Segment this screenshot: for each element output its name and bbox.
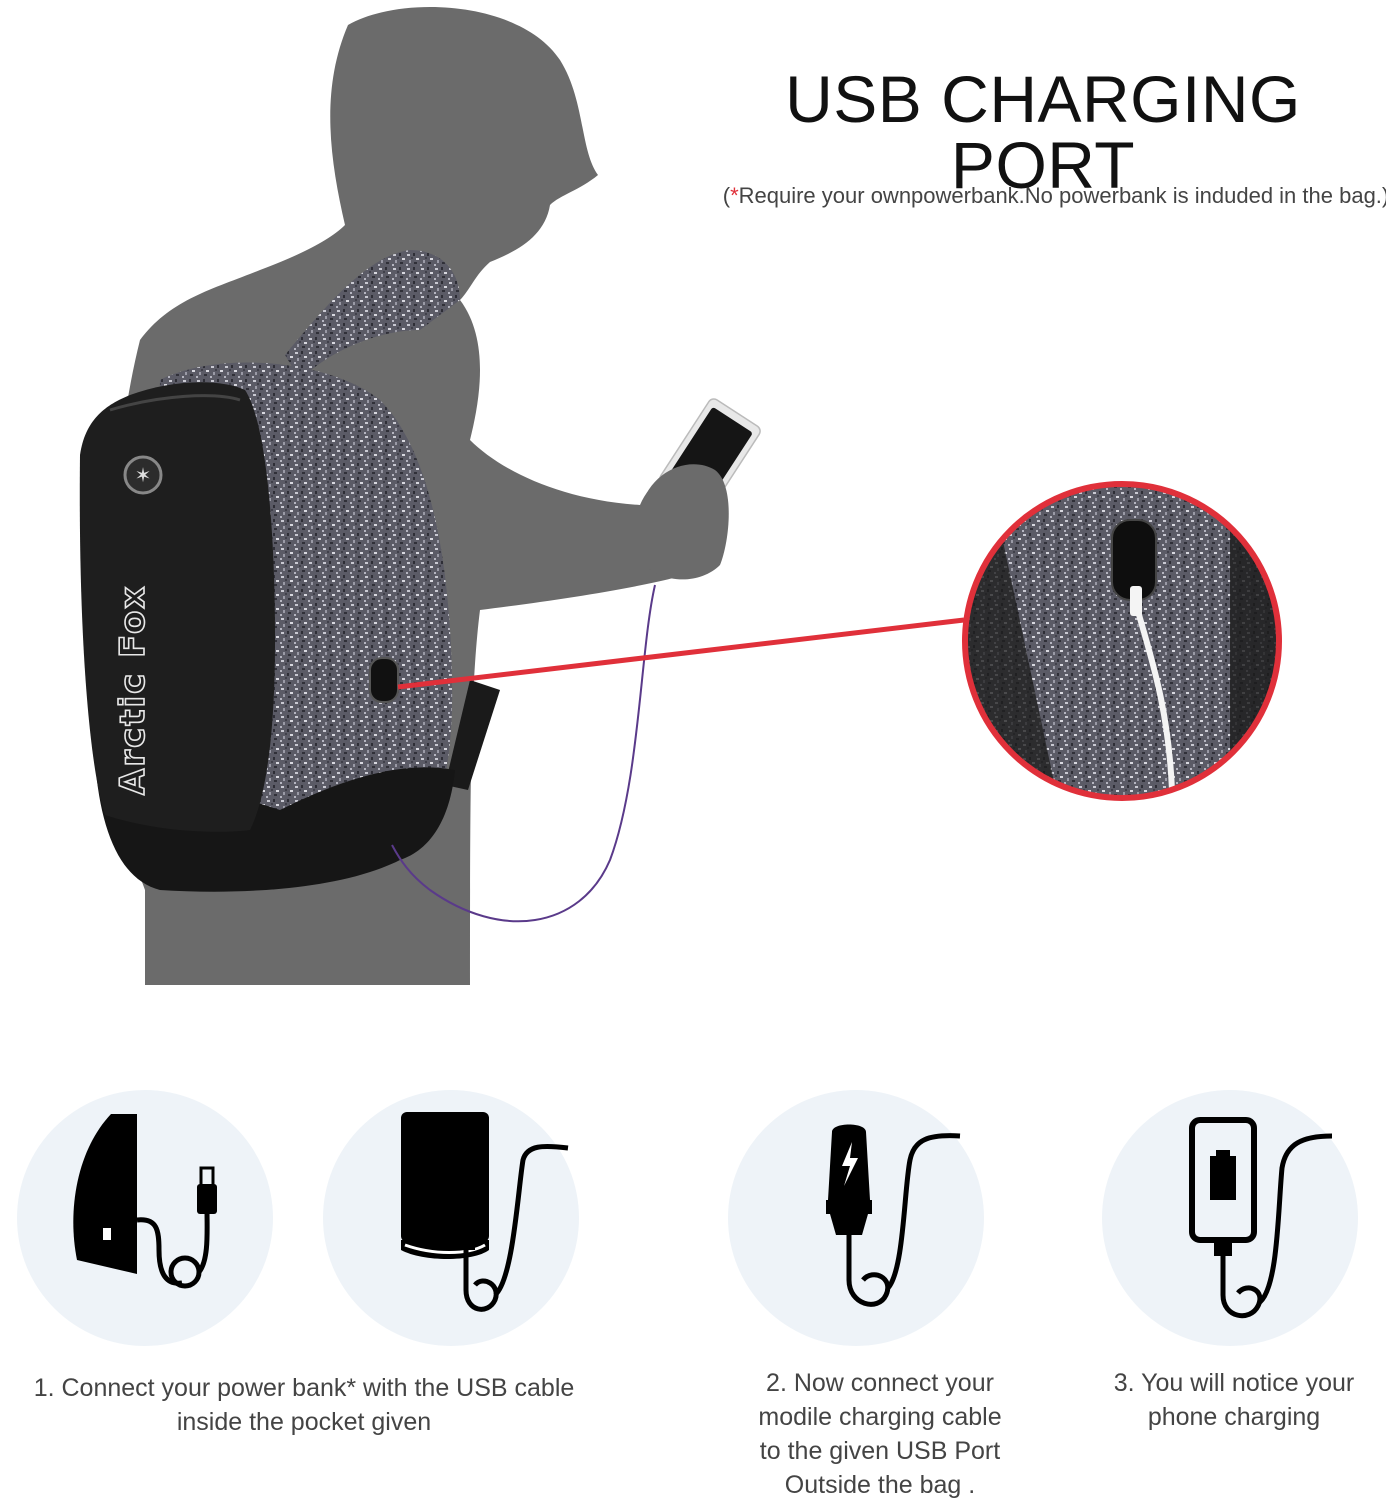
step-3-caption-line1: 3. You will notice your xyxy=(1113,1369,1355,1397)
note-asterisk: * xyxy=(730,183,739,208)
backpack-strap-top xyxy=(285,250,460,380)
powerbank-note: (*Require your ownpowerbank.No powerbank… xyxy=(716,180,1386,212)
pointer-line xyxy=(397,617,965,690)
step-2-caption-line4: Outside the bag . xyxy=(784,1471,976,1499)
power-bank-icon xyxy=(401,1112,569,1312)
backpack-strap-lower xyxy=(445,680,500,790)
step-1-caption-line1: 1. Connect your power bank* with the USB… xyxy=(33,1374,575,1402)
step-2-caption-line3: to the given USB Port xyxy=(759,1437,1001,1465)
step-1-caption: 1. Connect your power bank* with the USB… xyxy=(0,1371,608,1439)
phone-charging-icon xyxy=(1189,1117,1333,1319)
step-circle-powerbank xyxy=(323,1090,579,1346)
step-2-caption: 2. Now connect your modile charging cabl… xyxy=(728,1366,1032,1502)
usb-port xyxy=(369,657,399,703)
step-circle-plug xyxy=(728,1090,984,1346)
hero-illustration: ✶ Arctic Fox xyxy=(79,7,1282,986)
brand-label: Arctic Fox xyxy=(113,585,153,795)
step-3-caption: 3. You will notice your phone charging xyxy=(1086,1366,1382,1434)
step-circle-bag xyxy=(17,1090,273,1346)
note-text: Require your ownpowerbank.No powerbank i… xyxy=(738,183,1386,208)
step-3-caption-line2: phone charging xyxy=(1147,1403,1321,1431)
shell-highlight xyxy=(109,394,241,412)
hand xyxy=(640,464,729,580)
bag-side-icon xyxy=(73,1114,217,1289)
backpack-front-shell xyxy=(79,382,275,832)
logo-star-icon: ✶ xyxy=(135,463,152,487)
step-1-caption-line2: inside the pocket given xyxy=(176,1408,432,1436)
logo-badge xyxy=(123,455,163,495)
zoom-detail xyxy=(962,481,1282,801)
step-circle-phone xyxy=(1102,1090,1358,1346)
step-2-caption-line1: 2. Now connect your xyxy=(766,1369,994,1397)
usb-plug-icon xyxy=(826,1124,961,1307)
page-title: USB CHARGING PORT xyxy=(785,62,1301,202)
step-2-caption-line2: modile charging cable xyxy=(758,1403,1002,1431)
charging-cable xyxy=(391,584,656,923)
note-open-paren: ( xyxy=(722,183,731,208)
